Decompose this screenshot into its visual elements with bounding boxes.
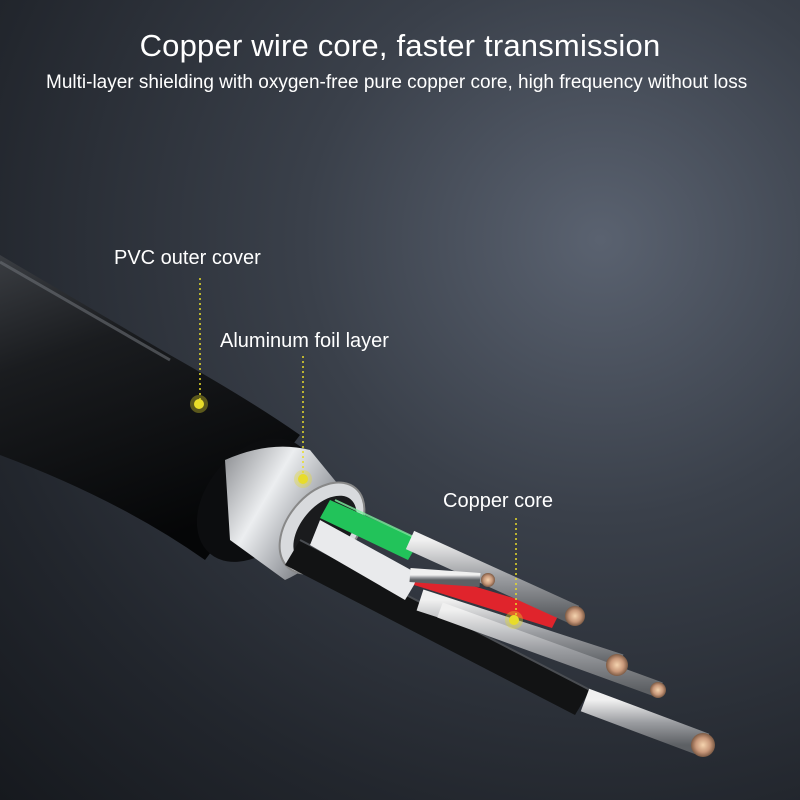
aluminum-foil-layer-label: Aluminum foil layer [220,330,389,352]
page-subtitle: Multi-layer shielding with oxygen-free p… [46,72,748,93]
green-wire [320,499,421,560]
copper-leader [505,518,523,629]
page-title: Copper wire core, faster transmission [139,28,661,63]
black-wire [285,539,591,715]
foil-leader [294,356,312,488]
copper-strands [405,530,715,757]
copper-core-label: Copper core [443,490,554,512]
white-wire [310,520,420,600]
pvc-leader [190,278,208,413]
pvc-outer-cover-label: PVC outer cover [114,247,261,269]
